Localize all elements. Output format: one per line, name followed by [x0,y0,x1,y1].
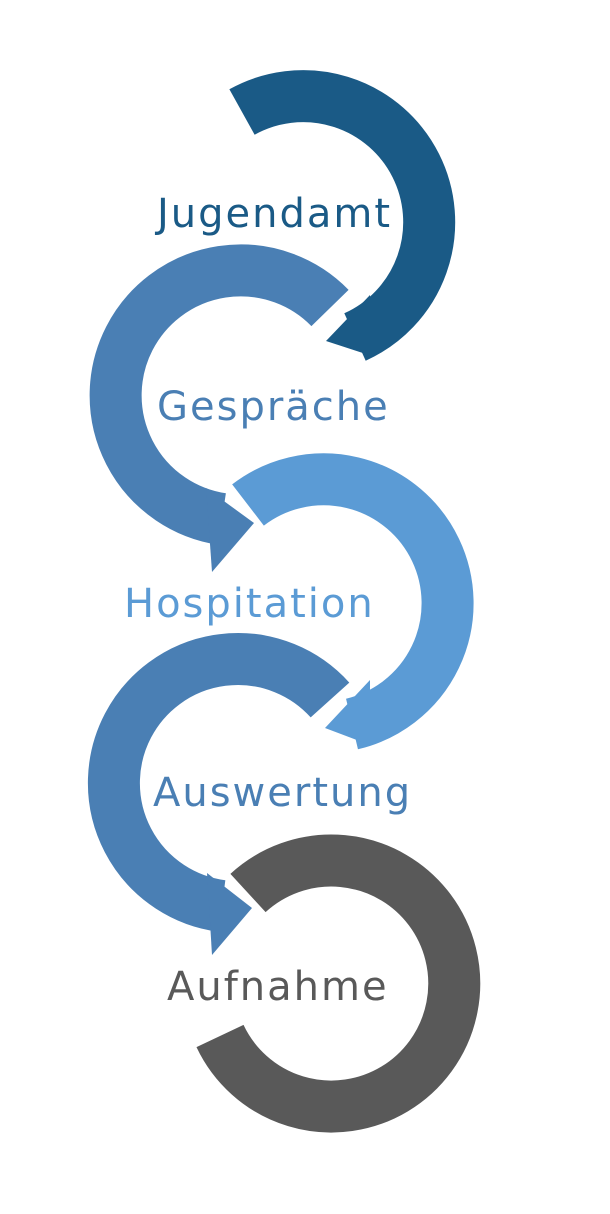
step-hospitation-arc [232,453,474,750]
step-jugendamt-label: Jugendamt [154,191,392,237]
step-jugendamt: Jugendamt [154,70,456,361]
step-hospitation: Hospitation [124,453,474,750]
step-auswertung-arrowhead [207,873,252,955]
step-gespraeche-arc [89,244,349,545]
step-jugendamt-arc [229,70,456,361]
step-aufnahme: Aufnahme [167,834,481,1133]
step-gespraeche-arrowhead [206,488,254,572]
step-auswertung: Auswertung [87,633,412,955]
step-hospitation-arrowhead [325,680,370,745]
step-jugendamt-arrowhead [326,295,372,356]
step-aufnahme-arc [196,834,481,1133]
step-gespraeche-label: Gespräche [157,384,390,430]
step-gespraeche: Gespräche [89,244,390,572]
step-auswertung-label: Auswertung [153,770,412,816]
step-aufnahme-label: Aufnahme [167,964,389,1010]
step-auswertung-arc [87,633,350,932]
step-hospitation-label: Hospitation [124,581,375,627]
